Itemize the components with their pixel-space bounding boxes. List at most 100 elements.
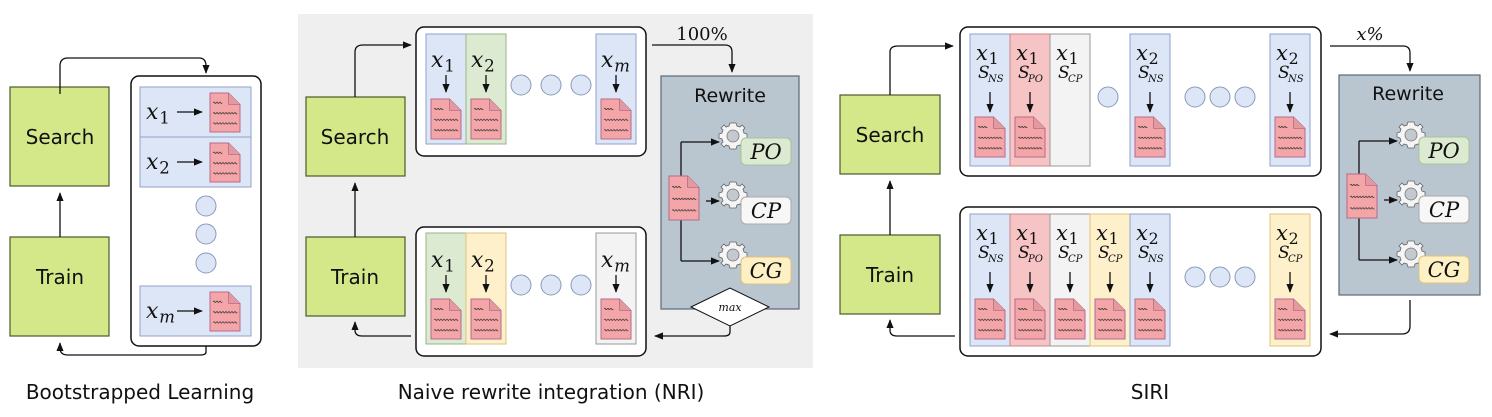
siri-top-document-icon bbox=[974, 116, 1006, 158]
nri-search-label: Search bbox=[321, 125, 390, 149]
svg-text:S: S bbox=[1018, 243, 1030, 263]
siri-bottom-ellipsis-dot bbox=[1209, 266, 1231, 288]
svg-text:x: x bbox=[1136, 221, 1148, 245]
svg-text:NS: NS bbox=[987, 74, 1004, 85]
siri-bottom-strategy-label: SNS bbox=[978, 243, 1004, 265]
siri-top-document-icon bbox=[1274, 116, 1306, 158]
bl-search-box bbox=[9, 86, 110, 187]
svg-text:1: 1 bbox=[1029, 229, 1039, 248]
siri-search-label: Search bbox=[856, 123, 925, 147]
svg-text:x: x bbox=[976, 221, 988, 245]
svg-text:S: S bbox=[978, 243, 990, 263]
siri-bottom-ellipsis-dot bbox=[1184, 266, 1206, 288]
svg-text:1: 1 bbox=[989, 229, 999, 248]
svg-text:x: x bbox=[146, 299, 159, 324]
svg-text:S: S bbox=[1138, 243, 1150, 263]
svg-text:NS: NS bbox=[1147, 254, 1164, 265]
siri-top-ellipsis-dot bbox=[1234, 86, 1256, 108]
siri-percent-label: x% bbox=[1356, 24, 1383, 45]
caption-nri: Naive rewrite integration (NRI) bbox=[398, 380, 705, 404]
siri-bottom-strategy-label: SNS bbox=[1138, 243, 1164, 265]
bl-output-document-icon bbox=[209, 142, 241, 183]
siri-top-document-icon bbox=[1014, 116, 1046, 158]
svg-text:x: x bbox=[1276, 221, 1288, 245]
siri-top-strategy-label: SNS bbox=[1278, 63, 1304, 85]
siri-bottom-document-icon bbox=[1014, 298, 1046, 340]
siri-top-strategy-label: SCP bbox=[1058, 63, 1083, 85]
siri-top-strategy-label: SPO bbox=[1018, 63, 1043, 85]
nri-bottom-ellipsis-dot bbox=[540, 274, 562, 296]
nri-top-ellipsis-dot bbox=[510, 74, 532, 96]
siri-bottom-document-icon bbox=[1274, 298, 1306, 340]
nri-bottom-ellipsis-dot bbox=[570, 274, 592, 296]
svg-text:m: m bbox=[614, 56, 630, 75]
svg-text:x: x bbox=[1056, 41, 1068, 65]
svg-text:x: x bbox=[1136, 41, 1148, 65]
svg-text:1: 1 bbox=[1069, 49, 1079, 68]
siri-bottom-strategy-label: SCP bbox=[1278, 243, 1303, 265]
svg-text:NS: NS bbox=[1147, 74, 1164, 85]
svg-text:1: 1 bbox=[444, 56, 455, 75]
svg-text:S: S bbox=[978, 63, 990, 83]
svg-text:m: m bbox=[159, 307, 175, 326]
svg-text:x: x bbox=[1016, 221, 1028, 245]
siri-bottom-document-icon bbox=[1134, 298, 1166, 340]
siri-search-to-set-arrow bbox=[889, 42, 954, 95]
svg-text:x: x bbox=[471, 248, 484, 273]
siri-bottom-document-icon bbox=[1054, 298, 1086, 340]
svg-text:2: 2 bbox=[159, 158, 170, 177]
svg-text:2: 2 bbox=[1289, 49, 1299, 68]
nri-train-label: Train bbox=[330, 265, 379, 289]
siri-train-label: Train bbox=[865, 263, 914, 287]
svg-text:m: m bbox=[614, 256, 630, 275]
svg-text:x: x bbox=[1056, 221, 1068, 245]
siri-top-strategy-label: SNS bbox=[1138, 63, 1164, 85]
svg-text:x: x bbox=[1276, 41, 1288, 65]
siri-bottom-document-icon bbox=[1094, 298, 1126, 340]
nri-max-diamond bbox=[689, 287, 771, 327]
svg-text:1: 1 bbox=[1109, 229, 1119, 248]
strategy-label-cp: CP bbox=[1429, 198, 1460, 222]
siri-bottom-document-icon bbox=[974, 298, 1006, 340]
strategy-tag-cp bbox=[1418, 195, 1470, 224]
rewrite-input-document-icon bbox=[668, 175, 700, 221]
bl-set-to-train-arrow bbox=[56, 342, 207, 356]
svg-text:1: 1 bbox=[1069, 229, 1079, 248]
strategy-tag-cg bbox=[1418, 255, 1470, 284]
bl-ellipsis-dot bbox=[195, 252, 217, 274]
svg-text:2: 2 bbox=[1149, 229, 1159, 248]
strategy-label-cg: CG bbox=[1428, 258, 1461, 282]
strategy-label-cp: CP bbox=[751, 199, 782, 223]
nri-search-to-set-arrow bbox=[354, 41, 412, 97]
svg-text:x: x bbox=[1016, 41, 1028, 65]
svg-text:1: 1 bbox=[989, 49, 999, 68]
nri-search-box bbox=[305, 96, 406, 177]
svg-text:x: x bbox=[431, 48, 444, 73]
nri-top-document-icon bbox=[470, 98, 502, 140]
svg-text:CP: CP bbox=[1108, 254, 1123, 265]
bl-ellipsis-dot bbox=[195, 195, 217, 217]
svg-text:2: 2 bbox=[1149, 49, 1159, 68]
nri-train-box bbox=[305, 236, 406, 317]
nri-top-document-icon bbox=[430, 98, 462, 140]
svg-text:2: 2 bbox=[1289, 229, 1299, 248]
siri-bottom-strategy-label: SCP bbox=[1058, 243, 1083, 265]
siri-bottom-ellipsis-dot bbox=[1234, 266, 1256, 288]
siri-top-cell-white bbox=[1049, 33, 1091, 167]
siri-top-document-icon bbox=[1134, 116, 1166, 158]
siri-top-ellipsis-dot bbox=[1209, 86, 1231, 108]
